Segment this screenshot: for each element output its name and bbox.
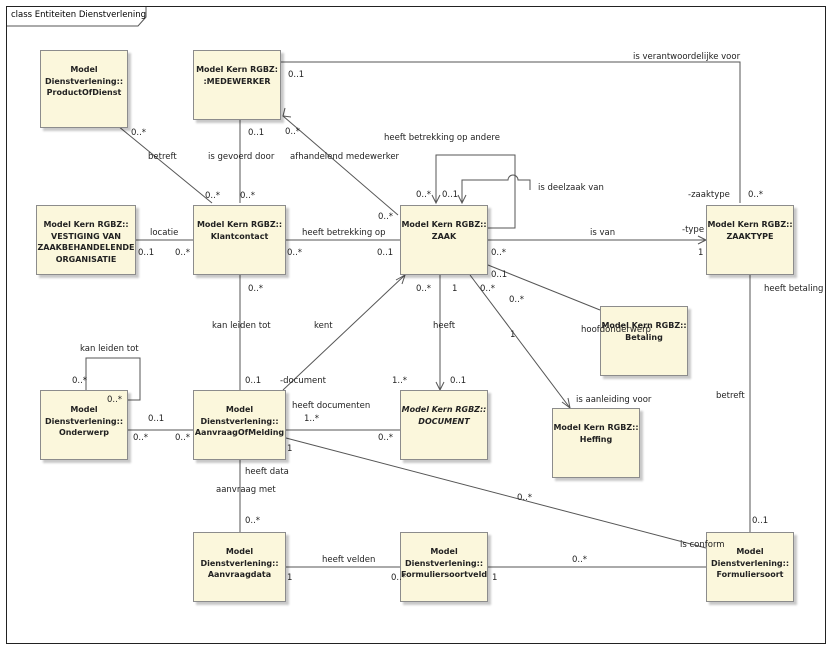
multiplicity-label: 1 [287,444,293,454]
multiplicity-label: 0..* [285,127,301,137]
multiplicity-label: 1 [287,573,293,583]
association-label: 0..1 [148,414,165,424]
multiplicity-label: 0..1 [450,376,467,386]
association-label: 0..* [517,493,533,503]
class-name: Model Kern RGBZ:: Klantcontact [196,220,283,241]
multiplicity-label: 0..* [175,248,191,258]
association-label: heeft [433,321,456,331]
class-name: Model Kern RGBZ:: ZAAKTYPE [707,220,793,241]
multiplicity-label: 0..* [131,128,147,138]
multiplicity-label: 1 [698,248,704,258]
multiplicity-label: 0..* [491,248,507,258]
multiplicity-label: 0..* [205,191,221,201]
class-name: Model Kern RGBZ:: VESTIGING VAN ZAAKBEHA… [37,220,135,264]
multiplicity-label: 0..* [748,190,764,200]
class-aanvraagdata[interactable]: Model Dienstverlening:: Aanvraagdata [193,532,286,602]
class-zaaktype[interactable]: Model Kern RGBZ:: ZAAKTYPE [706,205,794,275]
multiplicity-label: 0..* [72,376,88,386]
multiplicity-label: 1 [492,573,498,583]
multiplicity-label: 0..* [107,395,123,405]
association-label: heeft betrekking op andere [384,133,500,143]
role-label: -type [682,225,705,235]
association-label: 1..* [304,414,320,424]
class-klantcontact[interactable]: Model Kern RGBZ:: Klantcontact [193,205,286,275]
class-aanvraagofmelding[interactable]: Model Dienstverlening:: AanvraagOfMeldin… [193,390,286,460]
multiplicity-label: heeft betaling [764,284,824,294]
role-label: 1..* [392,376,408,386]
class-zaak[interactable]: Model Kern RGBZ:: ZAAK [400,205,488,275]
multiplicity-label: 1 [452,284,458,294]
association-label: locatie [150,228,179,238]
role-label: -zaaktype [688,190,730,200]
multiplicity-label: hoofdonderwerp [581,325,651,335]
multiplicity-label: 0..1 [138,248,155,258]
class-document[interactable]: Model Kern RGBZ:: DOCUMENT [400,390,488,460]
class-name: Model Kern RGBZ:: Heffing [553,423,639,444]
association-label: kent [314,321,333,331]
association-label: heeft velden [322,555,376,565]
association-label: is verantwoordelijke voor [633,52,741,62]
multiplicity-label: 0..* [133,433,149,443]
multiplicity-label: heeft data [245,467,289,477]
association-label: kan leiden tot [212,321,271,331]
association-label: is deelzaak van [538,183,604,193]
association-label: 0..* [509,295,525,305]
class-onderwerp[interactable]: Model Dienstverlening:: Onderwerp [40,390,128,460]
association-label: is van [590,228,616,238]
multiplicity-label: 0..* [378,433,394,443]
class-name: Model Kern RGBZ:: Betaling [601,321,687,342]
multiplicity-label: 0..* [248,284,264,294]
multiplicity-label: 0..1 [377,248,394,258]
association-label: kan leiden tot [80,344,139,354]
association-label: 0..* [572,555,588,565]
class-name: Model Kern RGBZ:: ZAAK [401,220,487,241]
multiplicity-label: 0..* [391,573,407,583]
multiplicity-label: 0..* [240,191,256,201]
multiplicity-label: is conform [680,540,725,550]
multiplicity-label: 0..1 [442,190,459,200]
class-productofdienst[interactable]: Model Dienstverlening:: ProductOfDienst [40,50,128,128]
class-name: Model Kern RGBZ: :MEDEWERKER [196,65,278,86]
association-label: betreft [716,391,745,401]
multiplicity-label: 0..* [175,433,191,443]
class-betaling[interactable]: Model Kern RGBZ:: Betaling [600,306,688,376]
association-label: betreft [148,152,177,162]
multiplicity-label: 0..1 [288,70,305,80]
class-formuliersoort[interactable]: Model Dienstverlening:: Formuliersoort [706,532,794,602]
association-label: aanvraag met [216,485,276,495]
class-formuliersoortveld[interactable]: Model Dienstverlening:: Formuliersoortve… [400,532,488,602]
multiplicity-label: 0..* [287,248,303,258]
class-name: Model Dienstverlening:: Formuliersoortve… [400,547,488,579]
multiplicity-label: 0..1 [245,376,262,386]
multiplicity-label: -document [280,376,326,386]
class-name: Model Dienstverlening:: Aanvraagdata [200,547,279,579]
association-label: afhandelend medewerker [290,152,400,162]
diagram-title: class Entiteiten Dienstverlening [11,10,146,20]
multiplicity-label: 0..1 [248,128,265,138]
class-medewerker[interactable]: Model Kern RGBZ: :MEDEWERKER [193,50,281,120]
association-label: is gevoerd door [208,152,275,162]
multiplicity-label: heeft documenten [292,401,371,411]
association-label: 1 [510,330,516,340]
class-heffing[interactable]: Model Kern RGBZ:: Heffing [552,408,640,478]
multiplicity-label: 0..1 [491,270,508,280]
class-name: Model Dienstverlening:: AanvraagOfMeldin… [194,405,285,437]
class-name: Model Kern RGBZ:: DOCUMENT [401,405,487,426]
class-name: Model Dienstverlening:: ProductOfDienst [44,65,124,97]
multiplicity-label: 0..1 [752,516,769,526]
class-name: Model Dienstverlening:: Formuliersoort [710,547,790,579]
multiplicity-label: 0..* [416,284,432,294]
class-vestiging[interactable]: Model Kern RGBZ:: VESTIGING VAN ZAAKBEHA… [36,205,136,275]
multiplicity-label: 0..* [416,190,432,200]
class-name: Model Dienstverlening:: Onderwerp [44,405,124,437]
multiplicity-label: 0..* [480,284,496,294]
multiplicity-label: 0..* [245,516,261,526]
diagram-frame [6,6,826,644]
multiplicity-label: 0..* [378,212,394,222]
association-label: heeft betrekking op [302,228,386,238]
multiplicity-label: is aanleiding voor [576,395,652,405]
